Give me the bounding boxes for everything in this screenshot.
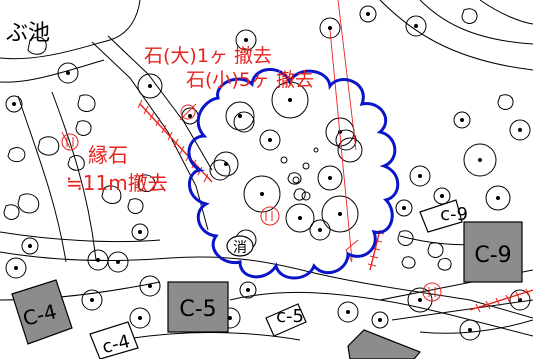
stone-large-removal-note: 石(大)1ヶ 撤去 [144,45,272,67]
block-c5-label: C-5 [179,297,216,322]
stone-small-removal-note: 石(小)5ヶ 撤去 [186,69,314,91]
tag-c5-label: c-5 [276,306,304,327]
block-c4: C-4 [11,279,73,345]
block-c9-label: C-9 [474,243,511,268]
pond-label: ぶ池 [6,21,50,46]
trees [5,5,531,341]
block-bottom-right [347,329,422,359]
extinguish-label: 消 [233,240,247,256]
red-stone-markers [61,104,442,302]
block-c9: C-9 [463,221,523,283]
tag-c9-label: c-9 [440,204,468,225]
block-c5: C-5 [167,281,229,333]
tag-c9: c-9 [419,199,468,233]
edge-stone-length-note: ≒11m撤去 [66,171,168,195]
tag-c4: c-4 [89,321,139,359]
edge-stone-note: 縁石 [88,143,128,167]
tag-c5: c-5 [265,303,307,337]
removal-area-cloud [187,68,400,280]
extinguish-marker: 消 [226,235,254,257]
red-leader-lines [61,0,359,263]
stone-cluster [209,81,363,251]
garden-stones [3,8,514,271]
